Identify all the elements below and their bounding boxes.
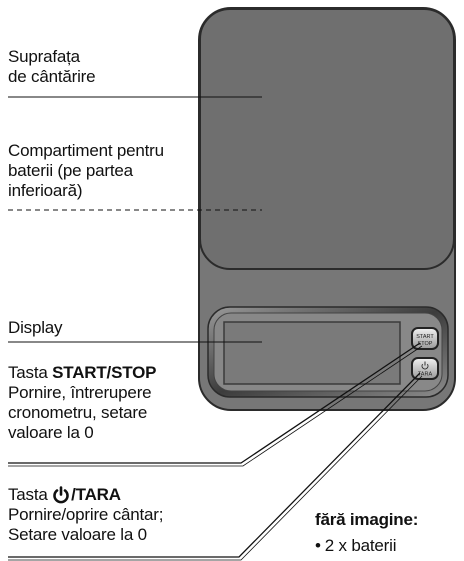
label-power-tara-title: Tasta /TARA — [8, 485, 163, 505]
no-image-item: • 2 x baterii — [315, 536, 418, 556]
weighing-surface — [199, 8, 455, 270]
power-icon — [53, 486, 69, 504]
label-battery-line3: inferioară) — [8, 181, 83, 200]
label-battery-compartment: Compartiment pentru baterii (pe partea i… — [8, 141, 164, 201]
start-stop-button-label-top: START — [416, 334, 434, 340]
label-start-stop-line3: valoare la 0 — [8, 423, 94, 442]
label-power-tara-line1: Pornire/oprire cântar; — [8, 505, 164, 524]
no-image-item-text: 2 x baterii — [324, 536, 397, 555]
label-weighing-surface-line2: de cântărire — [8, 67, 96, 86]
label-start-stop-line1: Pornire, întrerupere — [8, 383, 152, 402]
label-battery-line1: Compartiment pentru — [8, 141, 164, 160]
tara-button-label: TARA — [418, 372, 433, 378]
label-display: Display — [8, 318, 63, 337]
no-image-title: fără imagine: — [315, 510, 419, 529]
label-power-tara-prefix: Tasta — [8, 485, 53, 504]
bullet-dot: • — [315, 536, 321, 555]
display-window — [223, 321, 401, 385]
label-weighing-surface-line1: Suprafața — [8, 47, 80, 66]
label-power-tara-key: /TARA — [71, 485, 121, 504]
start-stop-button-label-bottom: STOP — [418, 341, 433, 347]
label-start-stop-title: Tasta START/STOP — [8, 363, 156, 383]
label-start-stop-key: START/STOP — [52, 363, 157, 382]
leader-start-stop — [8, 342, 423, 467]
label-weighing-surface: Suprafața de cântărire — [8, 47, 96, 87]
leader-power-tara — [8, 372, 423, 561]
label-power-tara: Tasta /TARA Pornire/oprire cântar; Setar… — [8, 485, 163, 545]
label-battery-line2: baterii (pe partea — [8, 161, 133, 180]
label-start-stop-line2: cronometru, setare — [8, 403, 148, 422]
no-image-box: fără imagine: • 2 x baterii — [315, 510, 418, 556]
tara-button-power-icon — [421, 361, 429, 370]
label-power-tara-line2: Setare valoare la 0 — [8, 525, 147, 544]
label-start-stop-prefix: Tasta — [8, 363, 53, 382]
label-start-stop: Tasta START/STOP Pornire, întrerupere cr… — [8, 363, 156, 443]
